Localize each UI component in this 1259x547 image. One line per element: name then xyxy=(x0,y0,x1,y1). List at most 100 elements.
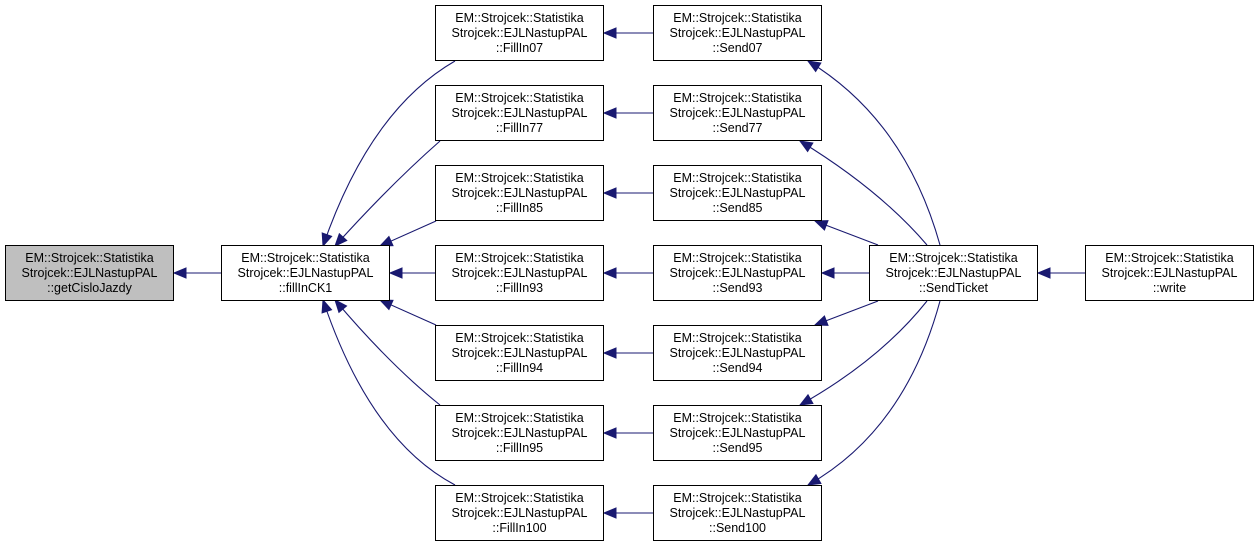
node-label-line: ::Send100 xyxy=(709,520,766,535)
node-label-line: ::write xyxy=(1152,280,1187,295)
node-label-line: ::Send94 xyxy=(712,360,763,375)
edge-SendTicket-to-Send93-arrowhead xyxy=(820,267,835,279)
edge-FillIn77-to-fillInCK1 xyxy=(334,140,441,247)
node-label-line: ::FillIn85 xyxy=(495,200,544,215)
node-label-line: ::FillIn07 xyxy=(495,40,544,55)
node-label-line: ::FillIn95 xyxy=(495,440,544,455)
node-label-line: ::Send95 xyxy=(712,440,763,455)
node-label-line: EM::Strojcek::Statistika xyxy=(673,410,802,425)
edge-FillIn07-to-fillInCK1-arrowhead xyxy=(321,232,333,248)
node-label-line: ::getCisloJazdy xyxy=(47,280,132,295)
node-label-line: Strojcek::EJLNastupPAL xyxy=(451,505,588,520)
node-label-line: EM::Strojcek::Statistika xyxy=(673,250,802,265)
node-label-line: EM::Strojcek::Statistika xyxy=(673,90,802,105)
edge-FillIn100-to-fillInCK1 xyxy=(322,299,456,486)
edge-Send93-to-FillIn93-arrowhead xyxy=(602,267,617,279)
node-label-line: Strojcek::EJLNastupPAL xyxy=(451,345,588,360)
edge-Send07-to-FillIn07-arrowhead xyxy=(602,27,617,39)
node-label-line: ::FillIn93 xyxy=(495,280,544,295)
node-label-line: EM::Strojcek::Statistika xyxy=(673,330,802,345)
edge-SendTicket-to-Send95 xyxy=(799,300,928,406)
node-label-line: ::Send07 xyxy=(712,40,763,55)
node-label-line: Strojcek::EJLNastupPAL xyxy=(669,425,806,440)
edge-SendTicket-to-Send94-arrowhead xyxy=(813,315,829,326)
edge-FillIn94-to-fillInCK1-arrowhead xyxy=(378,299,394,311)
edge-write-to-SendTicket-arrowhead xyxy=(1036,267,1051,279)
edge-SendTicket-to-Send95-arrowhead xyxy=(798,393,814,406)
edge-SendTicket-to-Send77 xyxy=(799,140,928,246)
node-label-line: EM::Strojcek::Statistika xyxy=(673,10,802,25)
node-label-line: EM::Strojcek::Statistika xyxy=(455,10,584,25)
node-label-line: Strojcek::EJLNastupPAL xyxy=(669,505,806,520)
edge-SendTicket-to-Send85-arrowhead xyxy=(813,220,829,231)
node-label-line: Strojcek::EJLNastupPAL xyxy=(669,345,806,360)
node-label-line: EM::Strojcek::Statistika xyxy=(455,170,584,185)
node-label-line: EM::Strojcek::Statistika xyxy=(25,250,154,265)
edge-Send85-to-FillIn85-arrowhead xyxy=(602,187,617,199)
edge-SendTicket-to-Send07-arrowhead xyxy=(806,60,822,73)
node-label-line: ::Send85 xyxy=(712,200,763,215)
node-label-line: EM::Strojcek::Statistika xyxy=(455,250,584,265)
edge-FillIn100-to-fillInCK1-arrowhead xyxy=(321,298,333,314)
node-label-line: Strojcek::EJLNastupPAL xyxy=(451,25,588,40)
node-label-line: ::FillIn94 xyxy=(495,360,544,375)
node-label-line: EM::Strojcek::Statistika xyxy=(673,490,802,505)
node-label-line: Strojcek::EJLNastupPAL xyxy=(237,265,374,280)
node-label-line: Strojcek::EJLNastupPAL xyxy=(21,265,158,280)
node-label-line: EM::Strojcek::Statistika xyxy=(455,490,584,505)
node-label-line: Strojcek::EJLNastupPAL xyxy=(451,265,588,280)
edge-SendTicket-to-Send77-arrowhead xyxy=(798,140,814,153)
edge-Send77-to-FillIn77-arrowhead xyxy=(602,107,617,119)
node-label-line: ::fillInCK1 xyxy=(278,280,333,295)
edge-SendTicket-to-Send07 xyxy=(807,60,941,246)
edge-FillIn93-to-fillInCK1-arrowhead xyxy=(388,267,403,279)
node-label-line: Strojcek::EJLNastupPAL xyxy=(669,105,806,120)
node-label-line: EM::Strojcek::Statistika xyxy=(455,330,584,345)
edge-FillIn77-to-fillInCK1-arrowhead xyxy=(334,232,348,247)
node-label-line: ::FillIn100 xyxy=(492,520,547,535)
node-label-line: EM::Strojcek::Statistika xyxy=(1105,250,1234,265)
node-label-line: Strojcek::EJLNastupPAL xyxy=(885,265,1022,280)
edge-SendTicket-to-Send100-arrowhead xyxy=(806,473,822,486)
node-label-line: ::Send77 xyxy=(712,120,763,135)
node-label-line: EM::Strojcek::Statistika xyxy=(455,90,584,105)
node-label-line: EM::Strojcek::Statistika xyxy=(673,170,802,185)
edge-FillIn95-to-fillInCK1 xyxy=(334,299,441,406)
edge-SendTicket-to-Send100 xyxy=(807,300,941,486)
edge-fillInCK1-to-getCisloJazdy-arrowhead xyxy=(172,267,187,279)
node-label-line: Strojcek::EJLNastupPAL xyxy=(669,265,806,280)
node-label-line: ::FillIn77 xyxy=(495,120,544,135)
node-label-line: Strojcek::EJLNastupPAL xyxy=(451,105,588,120)
node-label-line: Strojcek::EJLNastupPAL xyxy=(451,185,588,200)
node-label-line: ::Send93 xyxy=(712,280,763,295)
node-label-line: EM::Strojcek::Statistika xyxy=(241,250,370,265)
node-label-line: Strojcek::EJLNastupPAL xyxy=(1101,265,1238,280)
edge-Send95-to-FillIn95-arrowhead xyxy=(602,427,617,439)
node-label-line: Strojcek::EJLNastupPAL xyxy=(669,25,806,40)
node-label-line: EM::Strojcek::Statistika xyxy=(455,410,584,425)
edge-Send100-to-FillIn100-arrowhead xyxy=(602,507,617,519)
node-label-line: Strojcek::EJLNastupPAL xyxy=(669,185,806,200)
node-label-line: ::SendTicket xyxy=(918,280,988,295)
node-label-line: Strojcek::EJLNastupPAL xyxy=(451,425,588,440)
node-label-line: EM::Strojcek::Statistika xyxy=(889,250,1018,265)
